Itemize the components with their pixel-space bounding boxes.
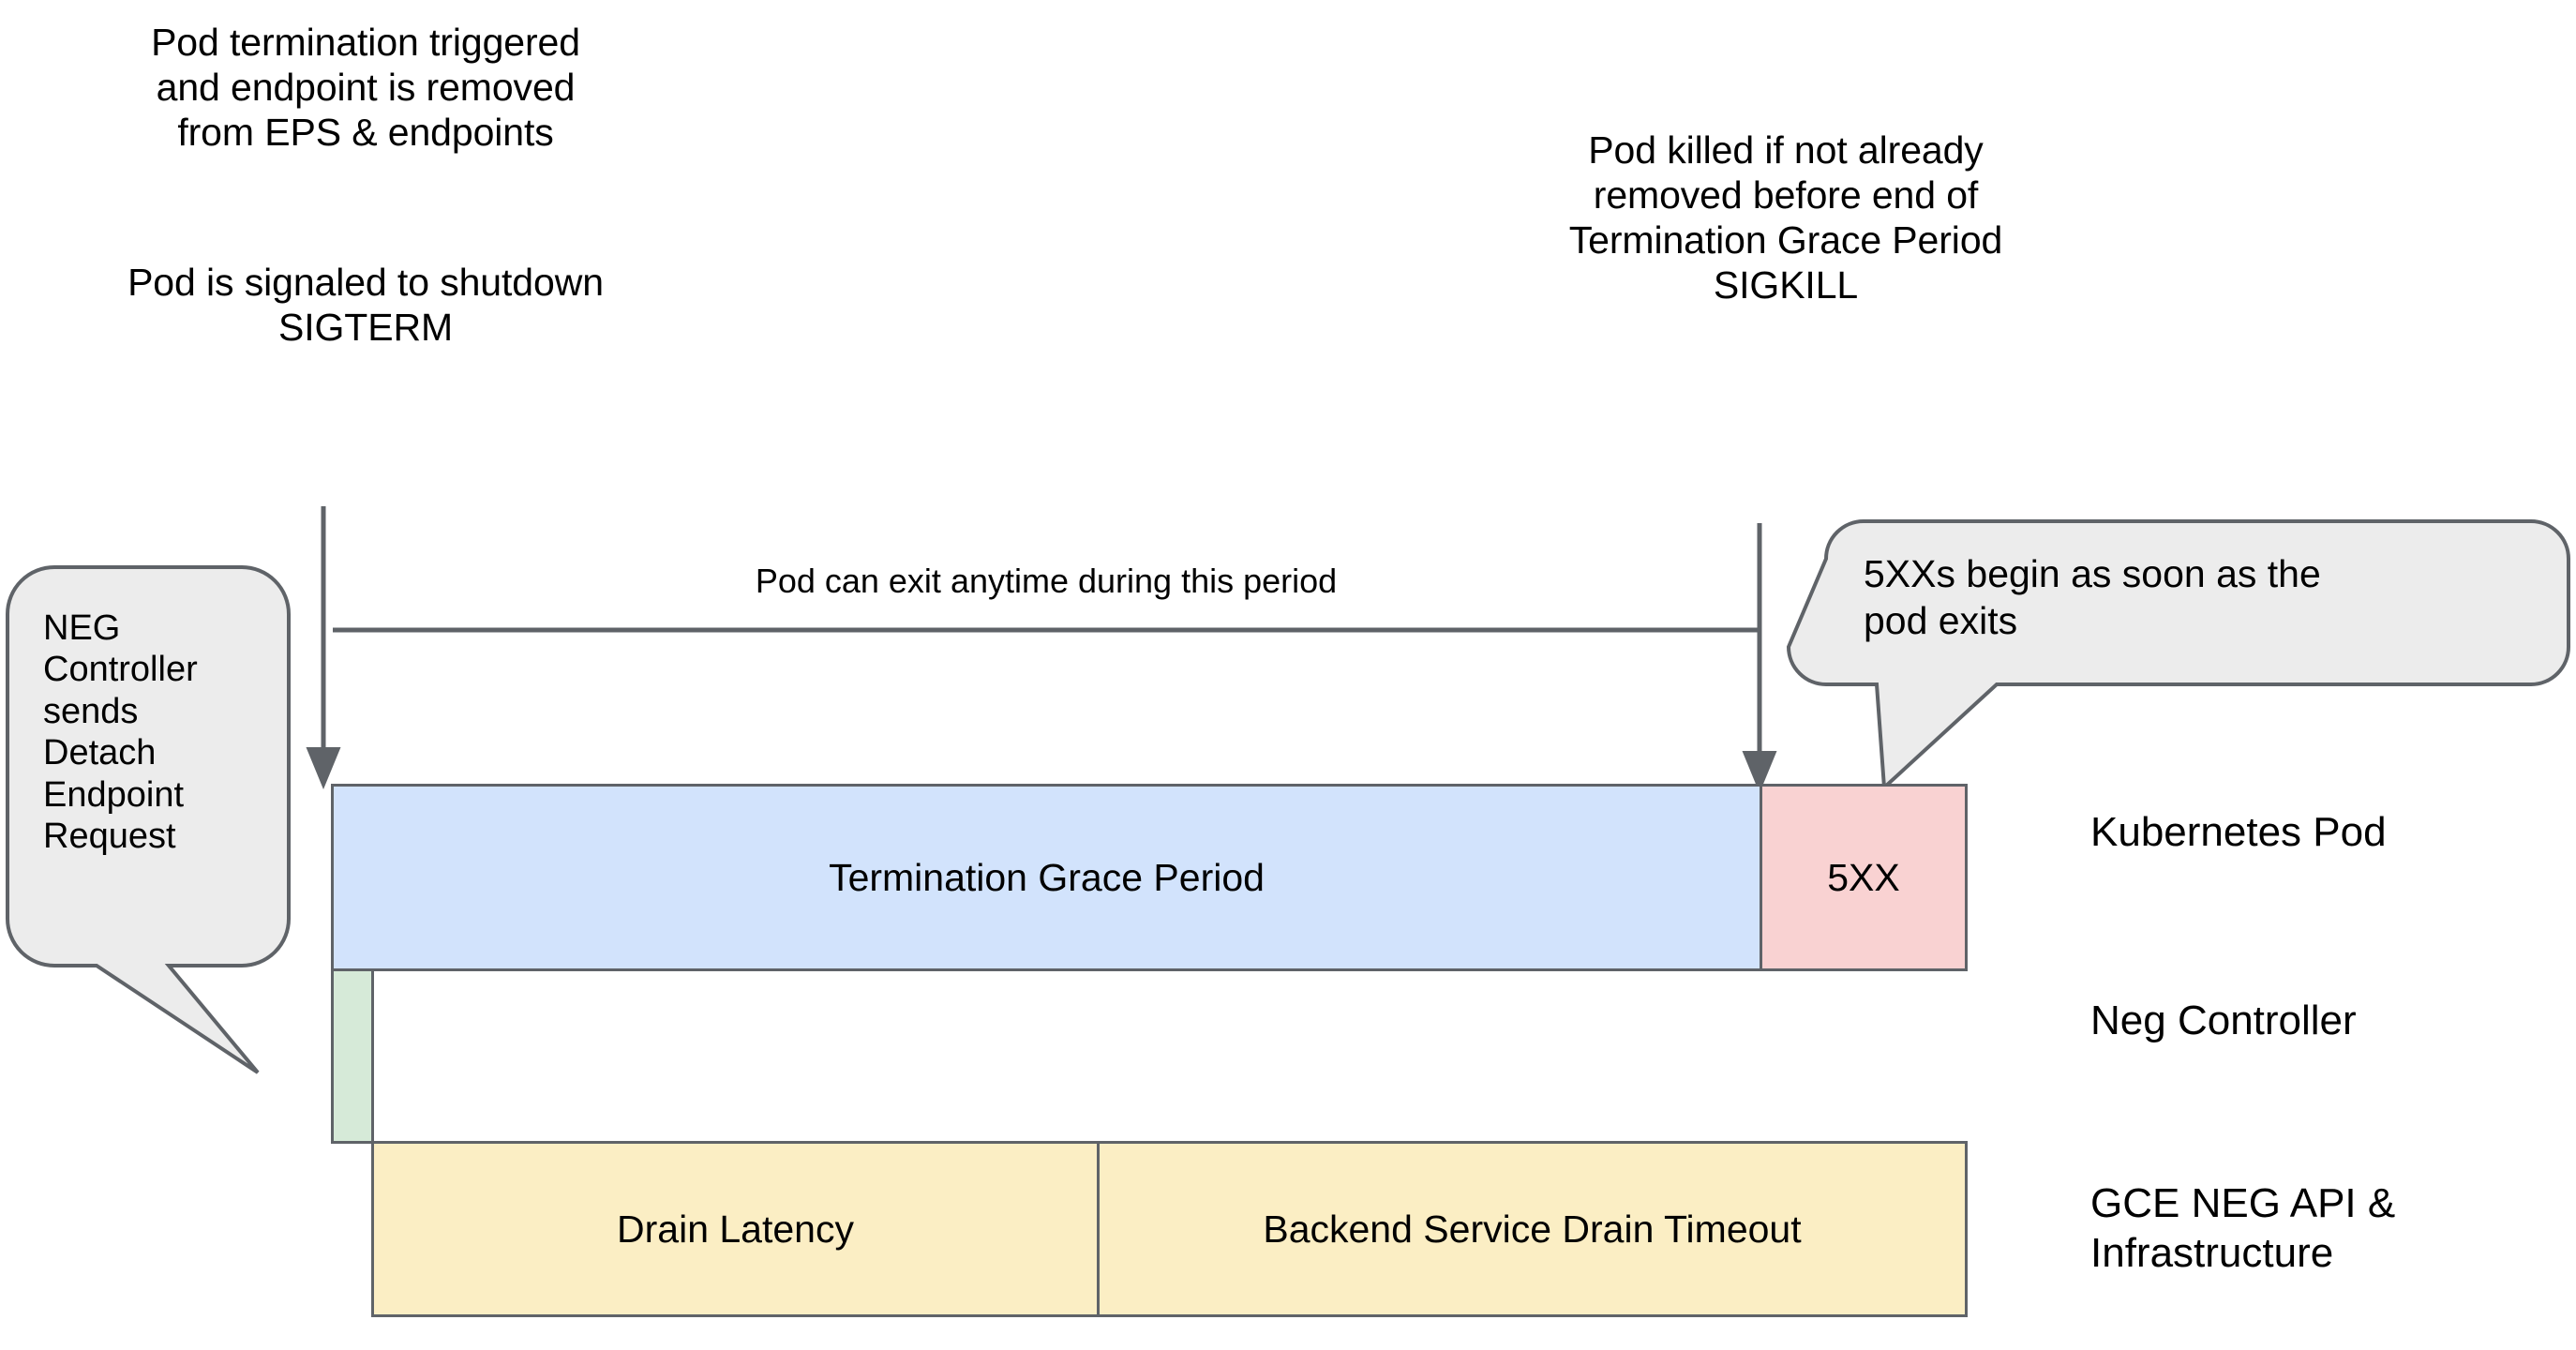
five-xx-callout-text: 5XXs begin as soon as the pod exits bbox=[1864, 552, 2321, 643]
lane-label-neg-controller: Neg Controller bbox=[2090, 998, 2357, 1043]
lane-label-kubernetes-pod: Kubernetes Pod bbox=[2090, 809, 2387, 855]
bar-termination-grace-period: Termination Grace Period bbox=[331, 784, 1762, 971]
neg-controller-callout-text: NEG Controller sends Detach Endpoint Req… bbox=[43, 608, 198, 857]
note-pod-killed-sigkill: Pod killed if not already removed before… bbox=[1568, 128, 2003, 307]
bar-drain-latency: Drain Latency bbox=[371, 1141, 1100, 1317]
bar-5xx: 5XX bbox=[1760, 784, 1968, 971]
exit-period-label: Pod can exit anytime during this period bbox=[755, 562, 1338, 600]
bar-backend-service-drain-timeout: Backend Service Drain Timeout bbox=[1097, 1141, 1968, 1317]
note-pod-termination-triggered: Pod termination triggered and endpoint i… bbox=[151, 21, 580, 154]
bar-neg-controller bbox=[331, 968, 374, 1144]
lane-label-gce-neg-api: GCE NEG API & Infrastructure bbox=[2090, 1180, 2396, 1276]
note-pod-signaled-sigterm: Pod is signaled to shutdown SIGTERM bbox=[127, 261, 604, 349]
